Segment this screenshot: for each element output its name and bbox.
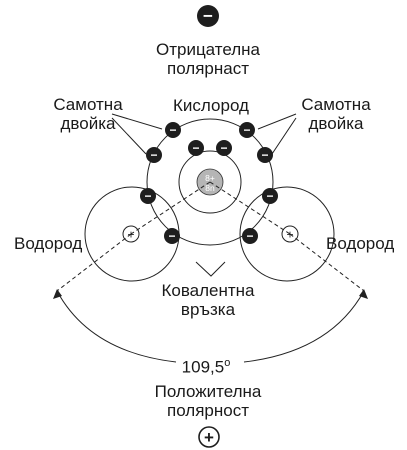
svg-text:−: − xyxy=(266,189,273,203)
positive-sign: + xyxy=(204,428,214,447)
oxygen-label: Кислород xyxy=(166,96,256,115)
svg-text:−: − xyxy=(220,141,227,155)
covalent-bond-line2: връзка xyxy=(148,300,268,319)
lone-pair-right-line1: Самотна xyxy=(276,95,396,114)
covalent-bond-line1: Ковалентна xyxy=(148,281,268,300)
electron-2: − xyxy=(146,147,162,163)
negative-polarity-line1: Отрицателна xyxy=(133,40,283,59)
electron-5: − xyxy=(242,228,258,244)
electron-3: − xyxy=(140,188,156,204)
svg-text:−: − xyxy=(192,141,199,155)
electron-6: − xyxy=(262,188,278,204)
positive-polarity-label: Положителна полярност xyxy=(133,382,283,420)
covalent-bond-label: Ковалентна връзка xyxy=(148,281,268,319)
positive-polarity-line1: Положителна xyxy=(133,382,283,401)
negative-polarity-icon: − xyxy=(197,5,219,27)
electron-9: − xyxy=(188,140,204,156)
electron-10: − xyxy=(216,140,232,156)
negative-polarity-label: Отрицателна полярнаст xyxy=(133,40,283,78)
lone-pair-right-line2: двойка xyxy=(276,114,396,133)
lone-pair-left-line2: двойка xyxy=(28,114,148,133)
electron-1: − xyxy=(165,122,181,138)
svg-text:−: − xyxy=(169,123,176,137)
covalent-bond-pointer xyxy=(196,262,225,276)
svg-text:−: − xyxy=(261,148,268,162)
svg-text:−: − xyxy=(168,229,175,243)
positive-polarity-icon: + xyxy=(199,427,219,447)
nucleus-charge-label: 8+ xyxy=(205,173,215,183)
negative-sign: − xyxy=(203,7,213,26)
hydrogen-right-label: Водород xyxy=(326,234,394,253)
svg-text:−: − xyxy=(150,148,157,162)
svg-text:−: − xyxy=(144,189,151,203)
svg-text:−: − xyxy=(243,123,250,137)
electron-4: − xyxy=(164,228,180,244)
positive-polarity-line2: полярност xyxy=(133,401,283,420)
electron-7: − xyxy=(257,147,273,163)
lone-pair-left-line1: Самотна xyxy=(28,95,148,114)
degree-sign: o xyxy=(224,357,230,369)
angle-value: 109,5 xyxy=(182,358,225,377)
nucleus-neutrons-label: 8n xyxy=(205,183,215,193)
angle-label: 109,5o xyxy=(176,354,236,377)
bond-axis-left xyxy=(131,182,210,234)
electron-8: − xyxy=(239,122,255,138)
lone-pair-right-label: Самотна двойка xyxy=(276,95,396,133)
lone-pair-left-label: Самотна двойка xyxy=(28,95,148,133)
negative-polarity-line2: полярнаст xyxy=(133,59,283,78)
bond-axis-right xyxy=(210,182,290,234)
svg-text:−: − xyxy=(246,229,253,243)
hydrogen-left-label: Водород xyxy=(14,234,82,253)
